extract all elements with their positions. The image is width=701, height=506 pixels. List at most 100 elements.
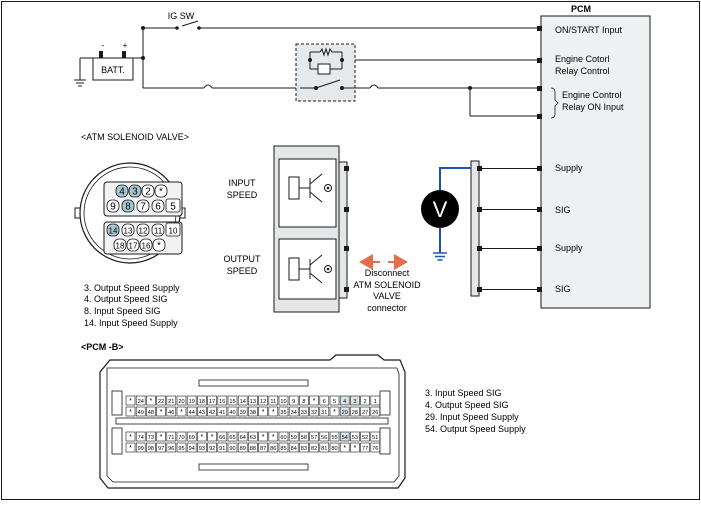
pcm-b-pin-label: 86 <box>270 446 276 452</box>
pcm-b-pin-label: 48 <box>148 410 154 416</box>
atm-valve-title: <ATM SOLENOID VALVE> <box>81 132 189 142</box>
pcm-b-pin <box>299 395 309 406</box>
pcm-b-pin <box>299 406 309 417</box>
atm-pin-2-2 <box>136 223 150 237</box>
pcm-b-pin <box>135 442 146 453</box>
pcm-b-pin <box>186 431 197 442</box>
pcm-b-pin <box>329 442 340 453</box>
disconnect-note-3: VALVE <box>373 291 401 301</box>
pcm-b-pin <box>350 431 360 442</box>
pcm-b-pin <box>299 431 309 442</box>
pcm-b-pin <box>248 442 258 453</box>
pcm-b-pin <box>309 431 319 442</box>
pcm-b-pin <box>268 442 279 453</box>
pcm-b-pin-label: 31 <box>321 410 327 416</box>
pcm-b-pin-label: 89 <box>240 446 246 452</box>
pcm-b-pin-label: * <box>354 445 357 452</box>
pcm-b-pin-label: 71 <box>168 435 174 441</box>
atm-pin-label: 16 <box>142 242 151 251</box>
atm-pin-1-0 <box>106 199 120 213</box>
pcm-label-on-start: ON/START Input <box>555 25 623 35</box>
voltmeter-symbol: V <box>433 197 448 222</box>
pcm-b-pin-label: 54 <box>342 435 348 441</box>
pcm-b-pin-label: 18 <box>199 399 205 405</box>
pcm-b-title: <PCM -B> <box>81 342 124 352</box>
pcm-b-pin <box>319 406 330 417</box>
pcm-b-pin-label: 88 <box>250 446 256 452</box>
pcm-label-supply-1: Supply <box>555 163 583 173</box>
pcm-b-pin <box>176 442 187 453</box>
pcm-b-pin-label: * <box>129 445 132 452</box>
pcm-b-pin <box>166 406 177 417</box>
pcm-b-pin-label: * <box>129 434 132 441</box>
pcm-b-pin <box>166 431 177 442</box>
disconnect-note-4: connector <box>367 303 407 313</box>
atm-pin-label: 5 <box>170 202 176 213</box>
pcm-b-pin <box>288 442 299 453</box>
pcm-label-supply-2: Supply <box>555 243 583 253</box>
pcm-b-pin <box>207 431 217 442</box>
pcm-pin-2 <box>537 58 542 63</box>
pcm-b-pin-label: * <box>262 434 265 441</box>
atm-pin-3-3 <box>152 238 166 252</box>
voltmeter: V <box>421 167 471 261</box>
atm-pin-2-3 <box>151 223 165 237</box>
atm-pin-label: 11 <box>154 227 163 236</box>
pcm-b-pin-label: 13 <box>250 399 256 405</box>
pcm-b-pin <box>329 395 340 406</box>
atm-legend-3: 8. Input Speed SIG <box>84 306 161 316</box>
pcm-b-pin-label: 92 <box>209 446 215 452</box>
pcm-b-pin-label: 1 <box>374 399 377 405</box>
pcm-b-pin-label: 14 <box>240 399 246 405</box>
pcm-b-pin-label: 59 <box>291 435 297 441</box>
pcm-b-pin <box>339 406 350 417</box>
pcm-b-pin-label: 11 <box>270 399 276 405</box>
pcm-b-pin <box>125 431 136 442</box>
pcm-label-relay-control-2: Relay Control <box>555 66 610 76</box>
pcm-pin-7 <box>537 246 542 251</box>
atm-legend-1: 3. Output Speed Supply <box>84 283 180 293</box>
pcm-b-pin <box>217 431 228 442</box>
pcm-b-pin <box>227 406 238 417</box>
pcm-label-relay-on-2: Relay ON Input <box>562 102 624 112</box>
pcm-b-pin-label: 26 <box>372 410 378 416</box>
pcm-b-pin <box>370 406 381 417</box>
pcm-b-pin-label: 6 <box>323 399 326 405</box>
pcm-b-pin <box>176 395 187 406</box>
pcm-b-pin <box>146 442 156 453</box>
pcm-b-pin <box>207 395 217 406</box>
atm-pin-3-0 <box>113 238 127 252</box>
pcm-b-pin <box>329 406 340 417</box>
battery: - + BATT. <box>92 41 134 81</box>
pcm-b-pin-label: 63 <box>250 435 256 441</box>
pcm-b-pin-label: 60 <box>280 435 286 441</box>
pcm-b-pin <box>258 442 268 453</box>
pcm-b-pin-label: 77 <box>362 446 368 452</box>
pcm-b-pin <box>268 406 279 417</box>
pcm-b-pin <box>248 406 258 417</box>
pcm-b-pin <box>339 431 350 442</box>
pcm-b-legend-4: 54. Output Speed Supply <box>425 424 526 434</box>
pcm-b-pin <box>237 431 248 442</box>
pcm-b-pin-label: * <box>160 434 163 441</box>
atm-pin-label: 17 <box>129 242 138 251</box>
atm-pin-0-0 <box>115 184 129 198</box>
pcm-b-pin-label: 19 <box>189 399 195 405</box>
pcm-pin-5 <box>537 166 542 171</box>
pcm-b-pin-label: 41 <box>219 410 225 416</box>
pcm-b-pin-label: 32 <box>311 410 317 416</box>
atm-pin-2-4 <box>165 222 181 237</box>
pcm-label-sig-2: SIG <box>555 284 571 294</box>
pcm-b-pin <box>278 442 289 453</box>
pcm-b-pin <box>370 395 381 406</box>
pcm-b-pin <box>278 431 289 442</box>
atm-pin-1-3 <box>151 199 165 213</box>
pcm-b-pin-label: 70 <box>178 435 184 441</box>
pcm-b-pin <box>125 406 136 417</box>
pcm-b-pin-label: * <box>272 434 275 441</box>
pcm-b-pin-label: 51 <box>372 435 378 441</box>
pcm-harness-connector <box>470 160 537 297</box>
pcm-label-relay-on-1: Engine Control <box>562 90 622 100</box>
pcm-b-pin <box>268 395 279 406</box>
pcm-b-pin-label: 83 <box>301 446 307 452</box>
